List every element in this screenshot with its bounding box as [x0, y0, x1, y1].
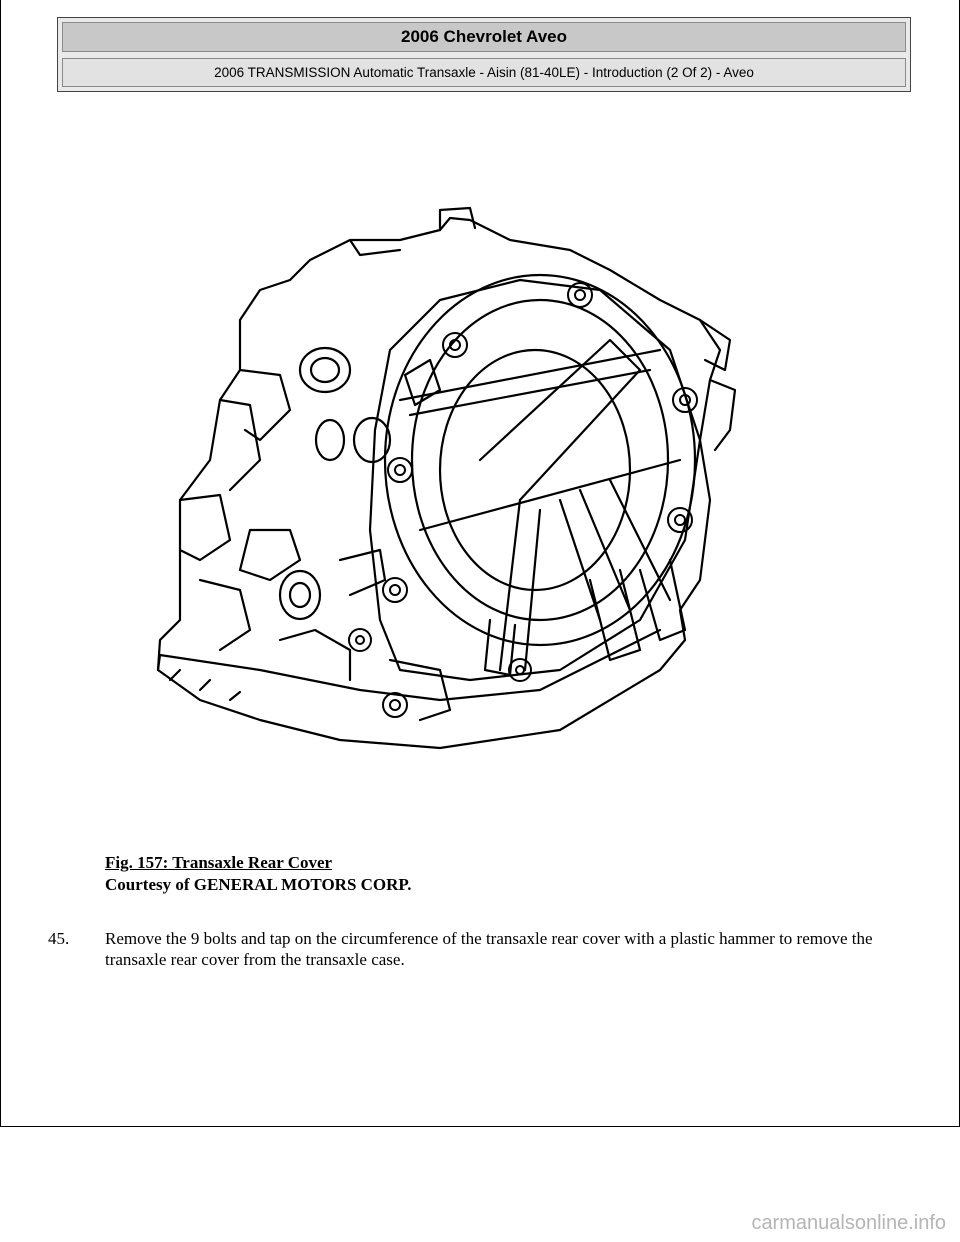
transaxle-rear-cover-illustration [140, 200, 740, 780]
document-title: 2006 Chevrolet Aveo [62, 22, 906, 52]
document-subtitle: 2006 TRANSMISSION Automatic Transaxle - … [62, 58, 906, 87]
step-number: 45. [48, 929, 70, 948]
figure-caption: Fig. 157: Transaxle Rear Cover Courtesy … [105, 852, 412, 896]
figure-title: Fig. 157: Transaxle Rear Cover [105, 853, 333, 872]
procedure-step: 45. Remove the 9 bolts and tap on the ci… [48, 928, 908, 970]
site-watermark: carmanualsonline.info [751, 1212, 946, 1234]
step-text: Remove the 9 bolts and tap on the circum… [105, 929, 873, 969]
figure-credit: Courtesy of GENERAL MOTORS CORP. [105, 875, 412, 894]
document-header: 2006 Chevrolet Aveo 2006 TRANSMISSION Au… [57, 17, 911, 92]
